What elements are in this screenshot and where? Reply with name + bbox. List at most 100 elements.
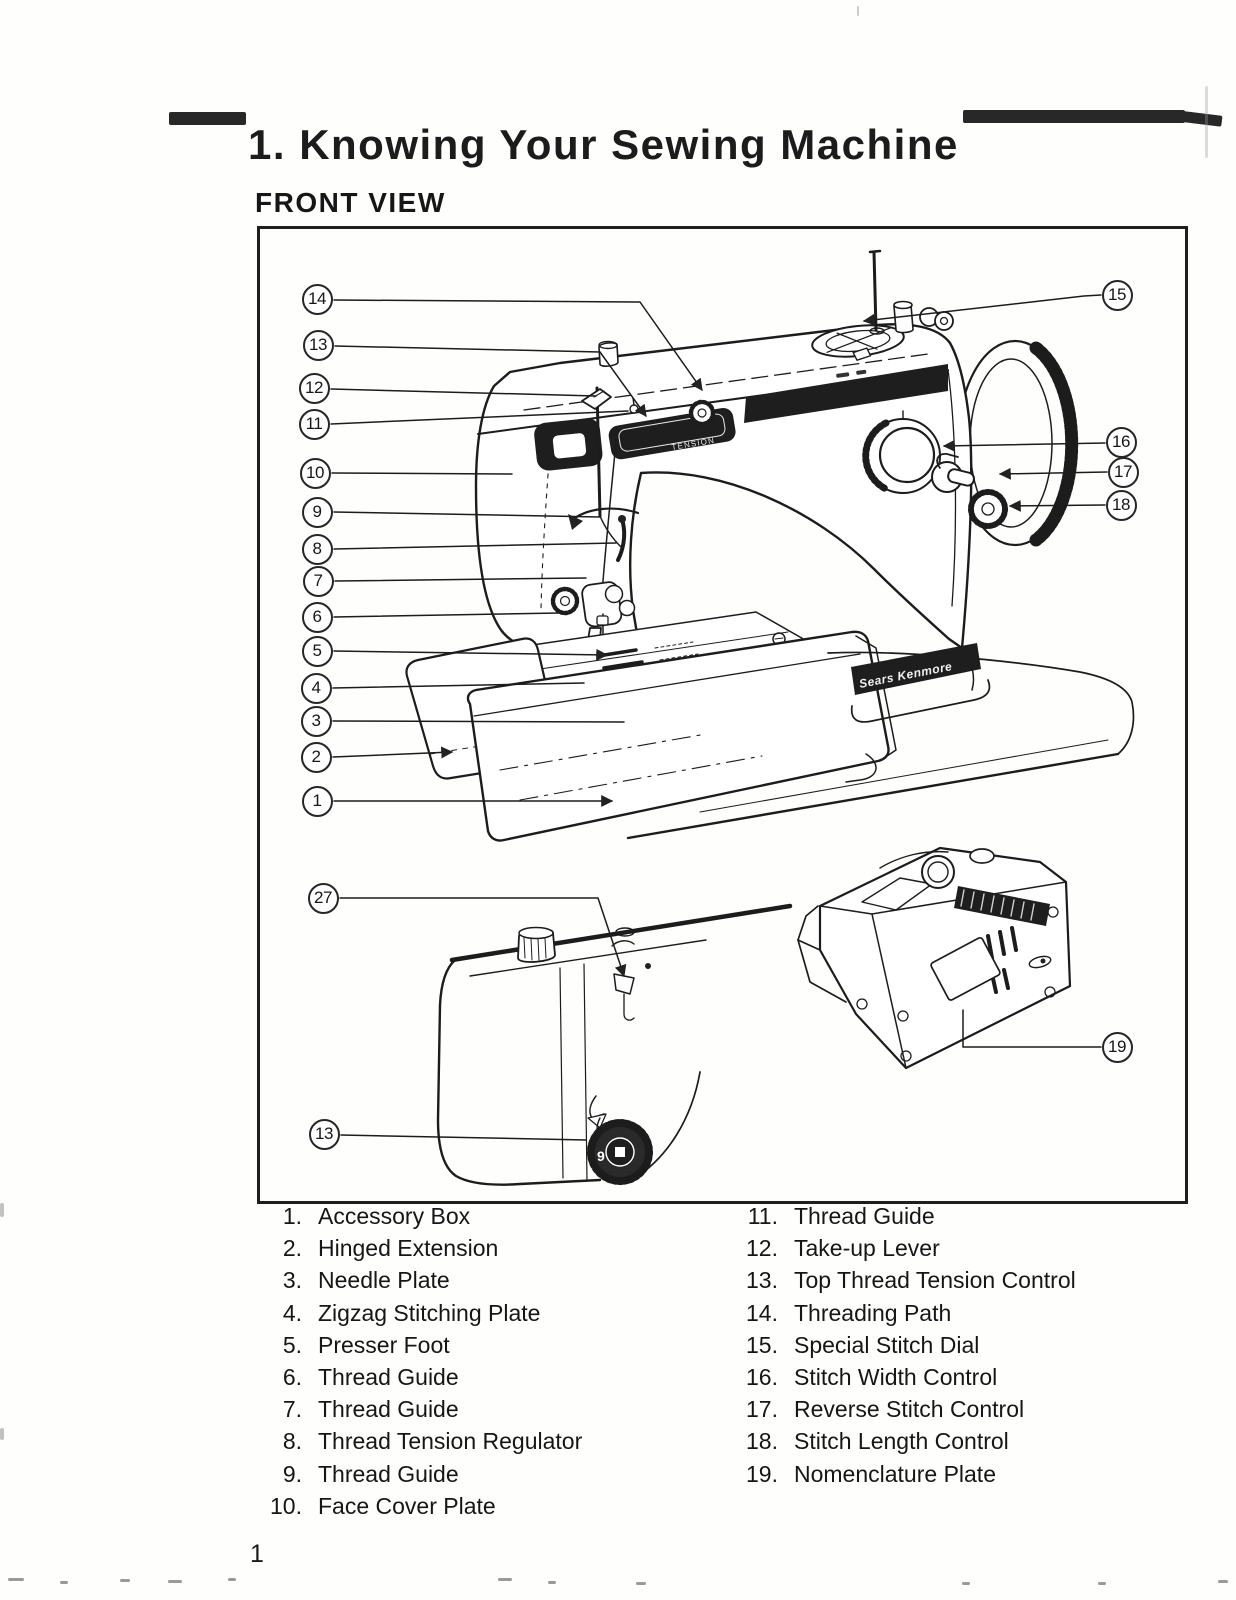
part-number: 8.: [282, 1428, 302, 1455]
part-name: Stitch Width Control: [794, 1363, 998, 1390]
part-item: 1. Accessory Box: [262, 1200, 582, 1232]
callout-8: 8: [301, 533, 333, 565]
part-name: Nomenclature Plate: [794, 1460, 996, 1487]
part-name: Accessory Box: [318, 1203, 471, 1229]
part-item: 9. Thread Guide: [262, 1458, 582, 1490]
scan-artifact: [1205, 86, 1208, 158]
callout-15: 15: [1101, 279, 1133, 311]
part-item: 12. Take-up Lever: [726, 1232, 1076, 1264]
part-item: 10. Face Cover Plate: [262, 1490, 582, 1522]
callout-7: 7: [302, 565, 334, 597]
scan-artifact: [60, 1581, 68, 1584]
part-name: Thread Guide: [794, 1203, 935, 1229]
callout-1: 1: [301, 785, 333, 817]
part-number: 7.: [282, 1396, 302, 1423]
title-rule-right: [963, 110, 1185, 123]
part-number: 11.: [747, 1203, 778, 1229]
part-name: Special Stitch Dial: [794, 1331, 980, 1358]
part-number: 18.: [746, 1428, 778, 1455]
part-item: 4. Zigzag Stitching Plate: [262, 1297, 582, 1329]
callout-5: 5: [301, 635, 333, 667]
scan-artifact: [168, 1580, 182, 1583]
part-name: Face Cover Plate: [318, 1492, 496, 1519]
part-number: 3.: [282, 1267, 302, 1294]
part-number: 2.: [282, 1235, 302, 1262]
part-name: Threading Path: [794, 1299, 952, 1326]
title-rule-left: [169, 112, 246, 125]
scan-artifact: [1218, 1580, 1228, 1583]
part-number: 15.: [746, 1331, 778, 1358]
parts-list-right: 11. Thread Guide 12. Take-up Lever 13. Top Th…: [726, 1200, 1076, 1490]
part-number: 9.: [282, 1460, 302, 1487]
callout-19: 19: [1101, 1031, 1133, 1063]
part-name: Thread Guide: [318, 1396, 459, 1423]
part-item: 19. Nomenclature Plate: [726, 1458, 1076, 1490]
title-rule-right-tail: [1175, 110, 1223, 127]
scan-artifact: [0, 1428, 4, 1440]
callout-6: 6: [301, 601, 333, 633]
part-number: 16.: [746, 1363, 778, 1390]
part-item: 18. Stitch Length Control: [726, 1425, 1076, 1457]
callout-27: 27: [307, 882, 339, 914]
part-item: 8. Thread Tension Regulator: [262, 1425, 582, 1457]
part-name: Thread Tension Regulator: [318, 1428, 583, 1455]
part-name: Zigzag Stitching Plate: [318, 1299, 541, 1326]
part-name: Presser Foot: [318, 1331, 450, 1358]
page-title: 1. Knowing Your Sewing Machine: [248, 121, 959, 169]
part-name: Hinged Extension: [318, 1235, 499, 1262]
part-item: 13. Top Thread Tension Control: [726, 1264, 1076, 1296]
part-item: 14.Threading Path: [726, 1297, 1076, 1329]
part-item: 7. Thread Guide: [262, 1393, 582, 1425]
page-number: 1: [250, 1540, 264, 1568]
part-name: Thread Guide: [318, 1363, 459, 1390]
part-name: Take-up Lever: [794, 1235, 940, 1262]
callout-10: 10: [299, 457, 331, 489]
scan-artifact: [0, 1203, 4, 1217]
callout-4: 4: [300, 672, 332, 704]
callout-11: 11: [298, 408, 330, 440]
part-number: 4.: [282, 1299, 302, 1326]
part-number: 6.: [282, 1363, 302, 1390]
part-item: 17. Reverse Stitch Control: [726, 1393, 1076, 1425]
callout-14: 14: [301, 283, 333, 315]
part-name: Stitch Length Control: [794, 1428, 1009, 1455]
diagram-frame: [257, 226, 1188, 1204]
part-item: 16. Stitch Width Control: [726, 1361, 1076, 1393]
callout-16: 16: [1105, 426, 1137, 458]
part-number: 10.: [270, 1492, 302, 1519]
scan-artifact: [8, 1578, 24, 1581]
callout-13: 13: [302, 329, 334, 361]
scan-artifact: [962, 1582, 970, 1585]
part-number: 12.: [746, 1235, 778, 1262]
part-number: 13.: [746, 1267, 778, 1294]
callout-18: 18: [1105, 489, 1137, 521]
scan-artifact: [228, 1578, 236, 1581]
part-item: 15. Special Stitch Dial: [726, 1329, 1076, 1361]
part-item: 5. Presser Foot: [262, 1329, 582, 1361]
scan-artifact: [857, 6, 859, 16]
callout-3: 3: [300, 705, 332, 737]
part-name: Needle Plate: [318, 1267, 450, 1294]
part-item: 11. Thread Guide: [726, 1200, 1076, 1232]
scan-artifact: [120, 1579, 130, 1582]
part-name: Thread Guide: [318, 1460, 459, 1487]
part-item: 2. Hinged Extension: [262, 1232, 582, 1264]
scan-artifact: [498, 1578, 512, 1581]
part-name: Reverse Stitch Control: [794, 1396, 1025, 1423]
part-number: 1.: [282, 1203, 302, 1229]
callout-9: 9: [301, 496, 333, 528]
part-number: 19.: [746, 1460, 778, 1487]
callout-17: 17: [1107, 456, 1139, 488]
parts-list-left: 1. Accessory Box 2. Hinged Extension 3. Needl…: [262, 1200, 582, 1522]
part-number: 17.: [746, 1396, 778, 1423]
part-name: Top Thread Tension Control: [794, 1267, 1076, 1294]
callout-2: 2: [300, 741, 332, 773]
part-item: 3. Needle Plate: [262, 1264, 582, 1296]
part-item: 6. Thread Guide: [262, 1361, 582, 1393]
scan-artifact: [1098, 1582, 1106, 1585]
scan-artifact: [548, 1581, 556, 1584]
part-number: 5.: [282, 1331, 302, 1358]
callout-13: 13: [308, 1118, 340, 1150]
subtitle-front-view: FRONT VIEW: [255, 187, 446, 219]
callout-12: 12: [298, 372, 330, 404]
